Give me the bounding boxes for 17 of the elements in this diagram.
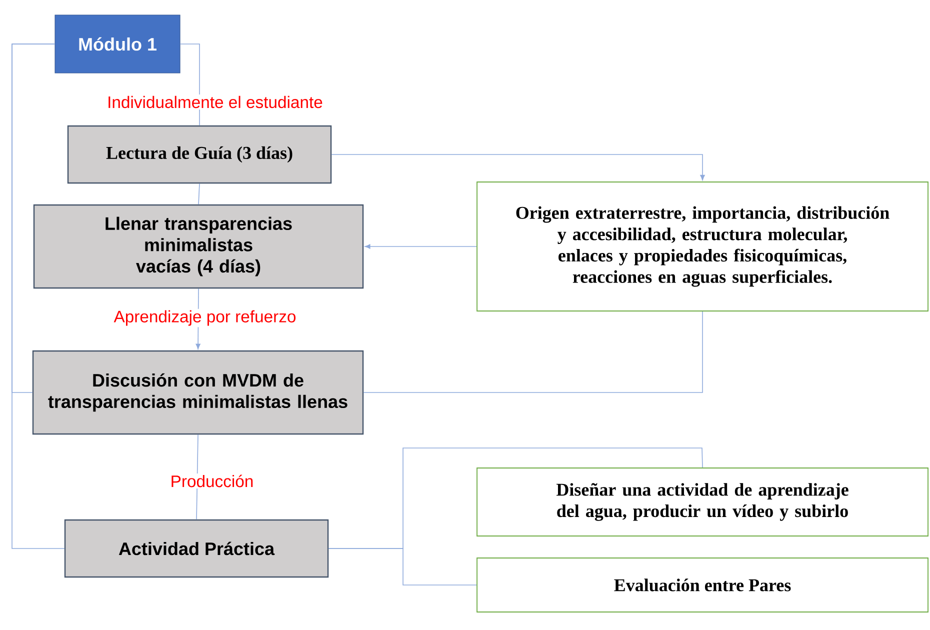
connector [12, 44, 65, 549]
topic-box: Origen extraterrestre, importancia, distribución y accesibilidad, estructura molecular, enlaces y propiedades fisicoquímicas, reacciones en aguas superficiales. [476, 182, 928, 312]
connector [198, 183, 200, 205]
process-box: Llenar transparencias minimalistas vacías (4 días) [33, 204, 364, 289]
module-box: Módulo 1 [54, 14, 180, 74]
topic-box: Evaluación entre Pares [476, 558, 928, 612]
connector [364, 244, 477, 249]
process-box: Discusión con MVDM de transparencias minimalistas llenas [32, 350, 364, 435]
process-box: Actividad Práctica [64, 519, 329, 578]
edge-label: Individualmente el estudiante [106, 94, 324, 110]
connector [363, 311, 703, 393]
edge-label: Producción [168, 473, 256, 489]
process-box: Lectura de Guía (3 días) [67, 125, 332, 184]
connector [331, 154, 705, 180]
topic-box: Diseñar una actividad de aprendizaje del agua, producir un vídeo y subirlo [476, 468, 928, 536]
edge-label: Aprendizaje por refuerzo [112, 308, 298, 328]
connector [328, 548, 477, 586]
